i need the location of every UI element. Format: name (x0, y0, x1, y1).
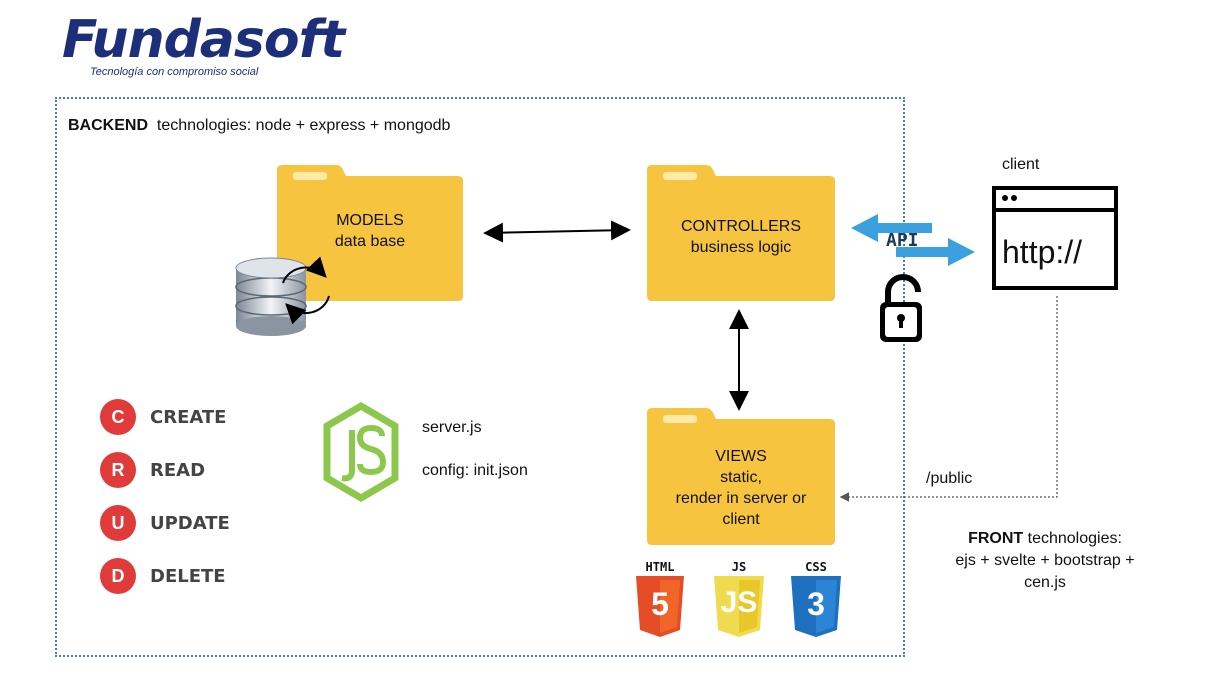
nodejs-icon (323, 401, 399, 503)
backend-title: BACKEND technologies: node + express + m… (68, 117, 450, 135)
crud-label: UPDATE (150, 512, 230, 534)
config-file-label: config: init.json (422, 462, 528, 479)
crud-letter: R (100, 452, 136, 488)
logo-name: Fundasoft (62, 10, 345, 70)
crud-item-delete: D DELETE (100, 557, 226, 595)
browser-titlebar (996, 190, 1114, 212)
front-technologies: FRONT technologies: ejs + svelte + boots… (930, 528, 1160, 594)
backend-title-bold: BACKEND (68, 117, 148, 134)
crud-label: READ (150, 459, 206, 481)
views-title: VIEWS (715, 448, 767, 465)
browser-url-text: http:// (1002, 234, 1083, 270)
js-shield-icon (714, 576, 764, 637)
views-label: VIEWS static, render in server or client (647, 446, 835, 530)
views-line4: client (722, 511, 760, 528)
front-line2: ejs + svelte + bootstrap + (955, 552, 1135, 569)
controllers-label: CONTROLLERS business logic (647, 216, 835, 258)
views-folder-icon (647, 408, 835, 545)
public-path-label: /public (926, 470, 973, 487)
crud-letter: D (100, 558, 136, 594)
js-caption: JS (731, 560, 747, 574)
crud-label: DELETE (150, 565, 226, 587)
views-line3: render in server or (675, 490, 807, 507)
crud-item-read: R READ (100, 451, 205, 489)
unlocked-padlock-icon (880, 274, 922, 342)
api-arrows-icon (851, 214, 975, 266)
public-dotted-arrow (839, 296, 1058, 502)
crud-item-create: C CREATE (100, 398, 226, 436)
company-logo: Fundasoft (62, 10, 345, 70)
front-title-rest: technologies: (1027, 530, 1122, 547)
js-shield-text: JS (720, 586, 758, 619)
html5-number: 5 (651, 586, 669, 622)
front-line3: cen.js (1024, 574, 1066, 591)
controllers-subtitle: business logic (690, 239, 792, 256)
controllers-folder-icon (647, 165, 835, 301)
models-controllers-arrow (483, 220, 631, 243)
models-title: MODELS (336, 212, 404, 229)
css3-icon (791, 576, 841, 637)
sync-icon (282, 256, 330, 325)
controllers-title: CONTROLLERS (680, 218, 802, 235)
css3-number: 3 (807, 586, 825, 622)
crud-label: CREATE (150, 406, 227, 428)
browser-dot-icon (1011, 195, 1017, 201)
models-label: MODELS data base (277, 210, 463, 252)
views-line2: static, (720, 469, 762, 486)
backend-container (55, 97, 905, 657)
client-label: client (1002, 156, 1040, 173)
models-subtitle: data base (334, 233, 406, 250)
crud-item-update: U UPDATE (100, 504, 230, 542)
browser-window-icon: http:// (992, 186, 1118, 290)
crud-letter: C (100, 399, 136, 435)
logo-tagline: Tecnología con compromiso social (90, 66, 259, 78)
backend-title-rest: technologies: node + express + mongodb (156, 117, 451, 134)
css-caption: CSS (805, 560, 827, 574)
server-file-label: server.js (422, 419, 482, 436)
html5-icon (636, 576, 684, 637)
api-label: API (886, 230, 919, 251)
browser-dot-icon (1002, 195, 1008, 201)
crud-letter: U (100, 505, 136, 541)
html-caption: HTML (645, 560, 675, 574)
front-title-bold: FRONT (968, 530, 1024, 547)
